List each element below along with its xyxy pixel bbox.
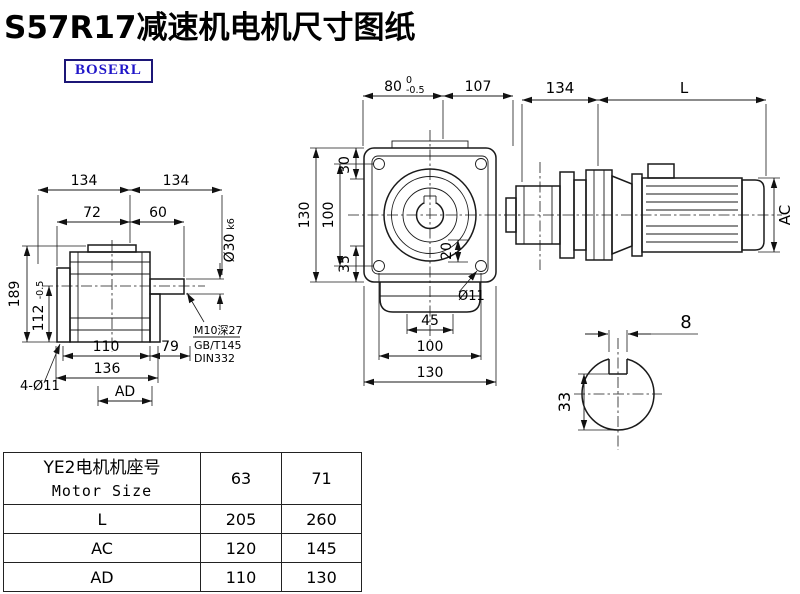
row-L-label: L	[3, 504, 201, 534]
dimension-drawing: 134 134 72 60 189 112 -0.5 Ø30 k6 110 79	[7, 75, 794, 450]
hole-note-label: Ø11	[458, 289, 485, 304]
motor-size-header-cell: YE2电机机座号 Motor Size	[3, 452, 201, 505]
dim-60-label: 60	[149, 205, 167, 221]
table-row-AC: AC 120 145	[3, 533, 362, 563]
key-width-label: 8	[680, 312, 691, 333]
dim-80-label: 80	[384, 79, 402, 95]
tap-note-line3: DIN332	[194, 352, 235, 365]
dim-72-label: 72	[83, 205, 101, 221]
dim-136-label: 136	[94, 361, 121, 377]
dim-134-left-label: 134	[71, 173, 98, 189]
dim-134-right-label: 134	[163, 173, 190, 189]
brand-logo-text: BOSERL	[75, 62, 142, 78]
frame-size-71-cell: 71	[281, 452, 362, 505]
row-L-value-63: 205	[200, 504, 282, 534]
dim-189-label: 189	[7, 281, 23, 308]
dim-79-label: 79	[161, 339, 179, 355]
dim-112-tol-label: -0.5	[35, 281, 46, 300]
dim-ad-label: AD	[115, 384, 135, 400]
dim-20-label: 20	[439, 242, 455, 260]
dim-l-label: L	[680, 79, 689, 97]
row-AD-value-71: 130	[281, 562, 362, 592]
dim-112-label: 112	[31, 305, 47, 332]
brand-logo: BOSERL	[64, 59, 153, 83]
dim-35-label: 35	[337, 255, 353, 273]
row-AC-value-63: 120	[200, 533, 282, 563]
dim-30-label: 30	[337, 156, 353, 174]
dim-130-bottom-label: 130	[417, 365, 444, 381]
shaft-section-view: 8 33	[555, 312, 698, 450]
row-AD-label: AD	[3, 562, 201, 592]
shaft-fit-label: k6	[226, 218, 237, 230]
row-AC-label: AC	[3, 533, 201, 563]
dim-100-bottom-label: 100	[417, 339, 444, 355]
motor-size-label-en: Motor Size	[51, 481, 153, 500]
frame-size-63-cell: 63	[200, 452, 282, 505]
table-row-AD: AD 110 130	[3, 562, 362, 592]
table-header-row: YE2电机机座号 Motor Size 63 71	[3, 452, 362, 505]
spec-table: YE2电机机座号 Motor Size 63 71 L 205 260 AC 1…	[3, 452, 362, 592]
dim-45-label: 45	[421, 313, 439, 329]
dim-130-left-label: 130	[297, 202, 313, 229]
dim-33-label: 33	[555, 392, 574, 412]
dim-107-label: 107	[465, 79, 492, 95]
dim-80-tol-upper: 0	[406, 75, 412, 86]
row-AD-value-63: 110	[200, 562, 282, 592]
motor-size-label-cn: YE2电机机座号	[43, 457, 161, 478]
motor-view: 134 L AC	[504, 79, 794, 270]
table-row-L: L 205 260	[3, 504, 362, 534]
dim-100-left-label: 100	[321, 202, 337, 229]
dim-134-motor-label: 134	[546, 79, 575, 97]
holes-note-label: 4-Ø11	[20, 379, 60, 394]
page-title: S57R17减速机电机尺寸图纸	[4, 10, 416, 46]
left-view: 134 134 72 60 189 112 -0.5 Ø30 k6 110 79	[7, 173, 243, 406]
row-AC-value-71: 145	[281, 533, 362, 563]
tap-note-line2: GB/T145	[194, 339, 242, 352]
shaft-dia-label: Ø30	[222, 234, 238, 263]
tap-note-line1: M10深27	[194, 324, 243, 337]
front-view: 80 0 -0.5 107 130 100 30 35 20 45 100	[297, 75, 520, 386]
dim-110-label: 110	[93, 339, 120, 355]
dim-ac-label: AC	[776, 205, 794, 225]
row-L-value-71: 260	[281, 504, 362, 534]
dim-80-tol-lower: -0.5	[406, 85, 425, 96]
